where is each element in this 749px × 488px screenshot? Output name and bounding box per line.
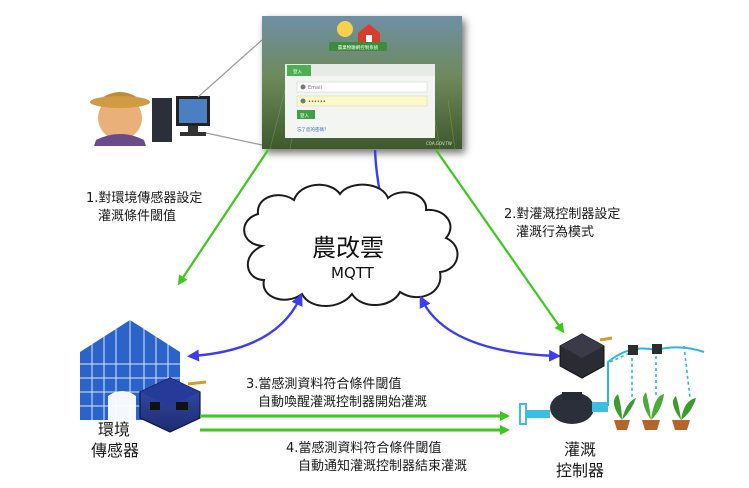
login-banner: 農業物聯網控制系統 <box>338 44 379 51</box>
step3-label-line2: 自動喚醒灌溉控制器開始灌溉 <box>258 395 428 410</box>
plant-icon <box>613 392 696 430</box>
step3-label-line1: 3.當感測資料符合條件閾值 <box>246 377 402 392</box>
controller-label-line1: 灌溉 <box>564 440 597 459</box>
water-pump-icon <box>519 392 608 425</box>
step2-label-line2: 灌溉行為模式 <box>516 225 595 240</box>
step1-label-line2: 灌溉條件閾值 <box>98 209 177 224</box>
farmer-icon <box>90 92 150 146</box>
sensor-device-icon <box>139 377 207 433</box>
barn-icon <box>358 24 380 42</box>
computer-icon <box>152 96 210 142</box>
forgot-password-link[interactable]: 忘了您的密碼？ <box>297 126 329 133</box>
step4-label-line2: 自動通知灌溉控制器結束灌溉 <box>298 459 468 474</box>
arrow-cloud-controller <box>419 295 561 362</box>
step4-label-line1: 4.當感測資料符合條件閾值 <box>286 441 442 456</box>
arrow-cloud-sensor <box>187 293 303 362</box>
sun-icon <box>337 21 353 37</box>
zoom-line-top <box>197 39 263 98</box>
email-field[interactable]: Email <box>308 85 322 91</box>
login-button[interactable]: 登入 <box>300 112 309 119</box>
banner-badge <box>329 42 387 51</box>
sprinkler-system <box>607 344 705 406</box>
password-field[interactable]: •••••• <box>308 99 326 105</box>
login-footer: COA.GOV.TW <box>426 141 452 146</box>
cloud-title: 農改雲 <box>312 234 384 262</box>
controller-device-icon <box>559 333 613 379</box>
arrow-set-sensor <box>177 149 269 286</box>
login-screenshot-details <box>262 16 462 150</box>
zoom-line-bottom <box>205 132 263 146</box>
sensor-label-line2: 傳感器 <box>91 441 140 460</box>
login-tab[interactable]: 登入 <box>293 68 302 75</box>
cloud-subtitle: MQTT <box>331 264 374 282</box>
controller-label-line2: 控制器 <box>556 461 605 480</box>
step2-label-line1: 2.對灌溉控制器設定 <box>504 207 621 222</box>
step1-label-line1: 1.對環境傳感器設定 <box>86 191 203 206</box>
sensor-label-line1: 環境 <box>98 420 131 439</box>
